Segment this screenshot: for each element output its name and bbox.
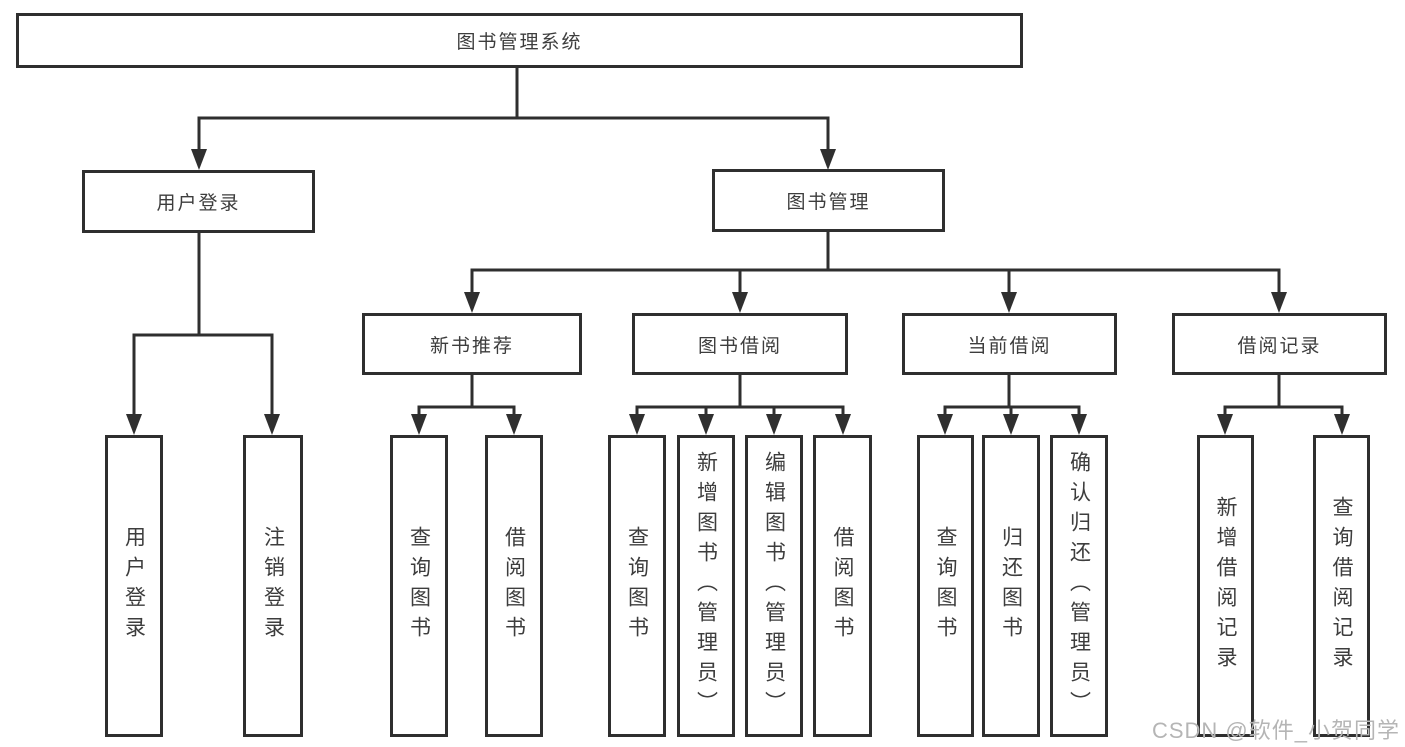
arrow-down-icon (629, 414, 645, 435)
arrow-down-icon (1003, 414, 1019, 435)
leaf-edit-books-admin-label: 编辑图书（管理员） (762, 451, 786, 721)
node-current-borrowing-label: 当前借阅 (967, 335, 1052, 357)
leaf-add-borrow-record-label: 新增借阅记录 (1214, 496, 1237, 676)
leaf-add-borrow-record: 新增借阅记录 (1197, 435, 1254, 737)
arrow-down-icon (698, 414, 714, 435)
leaf-query-books-recommend-label: 查询图书 (407, 526, 431, 646)
connector-group (411, 375, 522, 435)
connector-group (126, 233, 280, 435)
arrow-down-icon (732, 292, 748, 313)
arrow-down-icon (1217, 414, 1233, 435)
arrow-down-icon (191, 149, 207, 170)
leaf-query-books-recommend: 查询图书 (390, 435, 448, 737)
node-user-login: 用户登录 (82, 170, 315, 233)
leaf-add-books-admin-label: 新增图书（管理员） (694, 451, 718, 721)
leaf-confirm-return-admin-label: 确认归还（管理员） (1067, 451, 1091, 721)
node-user-login-label: 用户登录 (156, 193, 241, 214)
leaf-return-books: 归还图书 (982, 435, 1040, 737)
node-new-book-recommend: 新书推荐 (362, 313, 582, 375)
leaf-query-books-current-label: 查询图书 (934, 526, 957, 646)
node-borrowing-records: 借阅记录 (1172, 313, 1387, 375)
arrow-down-icon (937, 414, 953, 435)
leaf-query-books-current: 查询图书 (917, 435, 974, 737)
connector-group (464, 232, 1287, 313)
leaf-borrow-books-borrowing: 借阅图书 (813, 435, 872, 737)
arrow-down-icon (264, 414, 280, 435)
arrow-down-icon (1001, 292, 1017, 313)
node-book-borrowing-label: 图书借阅 (697, 335, 782, 357)
leaf-logout: 注销登录 (243, 435, 303, 737)
node-book-management: 图书管理 (712, 169, 945, 232)
leaf-user-login-label: 用户登录 (122, 526, 146, 646)
leaf-edit-books-admin: 编辑图书（管理员） (745, 435, 803, 737)
leaf-return-books-label: 归还图书 (999, 526, 1023, 646)
arrow-down-icon (1334, 414, 1350, 435)
arrow-down-icon (506, 414, 522, 435)
leaf-user-login: 用户登录 (105, 435, 163, 737)
arrow-down-icon (766, 414, 782, 435)
node-book-borrowing: 图书借阅 (632, 313, 848, 375)
leaf-confirm-return-admin: 确认归还（管理员） (1050, 435, 1108, 737)
arrow-down-icon (820, 149, 836, 170)
node-library-system: 图书管理系统 (16, 13, 1023, 68)
leaf-borrow-books-borrowing-label: 借阅图书 (831, 526, 854, 646)
arrow-down-icon (126, 414, 142, 435)
node-current-borrowing: 当前借阅 (902, 313, 1117, 375)
arrow-down-icon (464, 292, 480, 313)
leaf-borrow-books-recommend: 借阅图书 (485, 435, 543, 737)
connector-group (191, 68, 836, 170)
node-book-management-label: 图书管理 (786, 192, 871, 213)
node-new-book-recommend-label: 新书推荐 (429, 335, 514, 357)
node-library-system-label: 图书管理系统 (456, 32, 583, 53)
connector-group (937, 375, 1087, 435)
arrow-down-icon (1071, 414, 1087, 435)
node-borrowing-records-label: 借阅记录 (1237, 335, 1322, 357)
leaf-borrow-books-recommend-label: 借阅图书 (502, 526, 526, 646)
leaf-query-borrow-record-label: 查询借阅记录 (1330, 496, 1353, 676)
csdn-watermark: CSDN @软件_小贺同学 (1151, 718, 1400, 743)
arrow-down-icon (411, 414, 427, 435)
leaf-logout-label: 注销登录 (261, 526, 285, 646)
leaf-query-books-borrowing-label: 查询图书 (625, 526, 649, 646)
leaf-add-books-admin: 新增图书（管理员） (677, 435, 735, 737)
arrow-down-icon (835, 414, 851, 435)
leaf-query-books-borrowing: 查询图书 (608, 435, 666, 737)
leaf-query-borrow-record: 查询借阅记录 (1313, 435, 1370, 737)
arrow-down-icon (1271, 292, 1287, 313)
connector-group (629, 375, 851, 435)
connector-group (1217, 375, 1350, 435)
